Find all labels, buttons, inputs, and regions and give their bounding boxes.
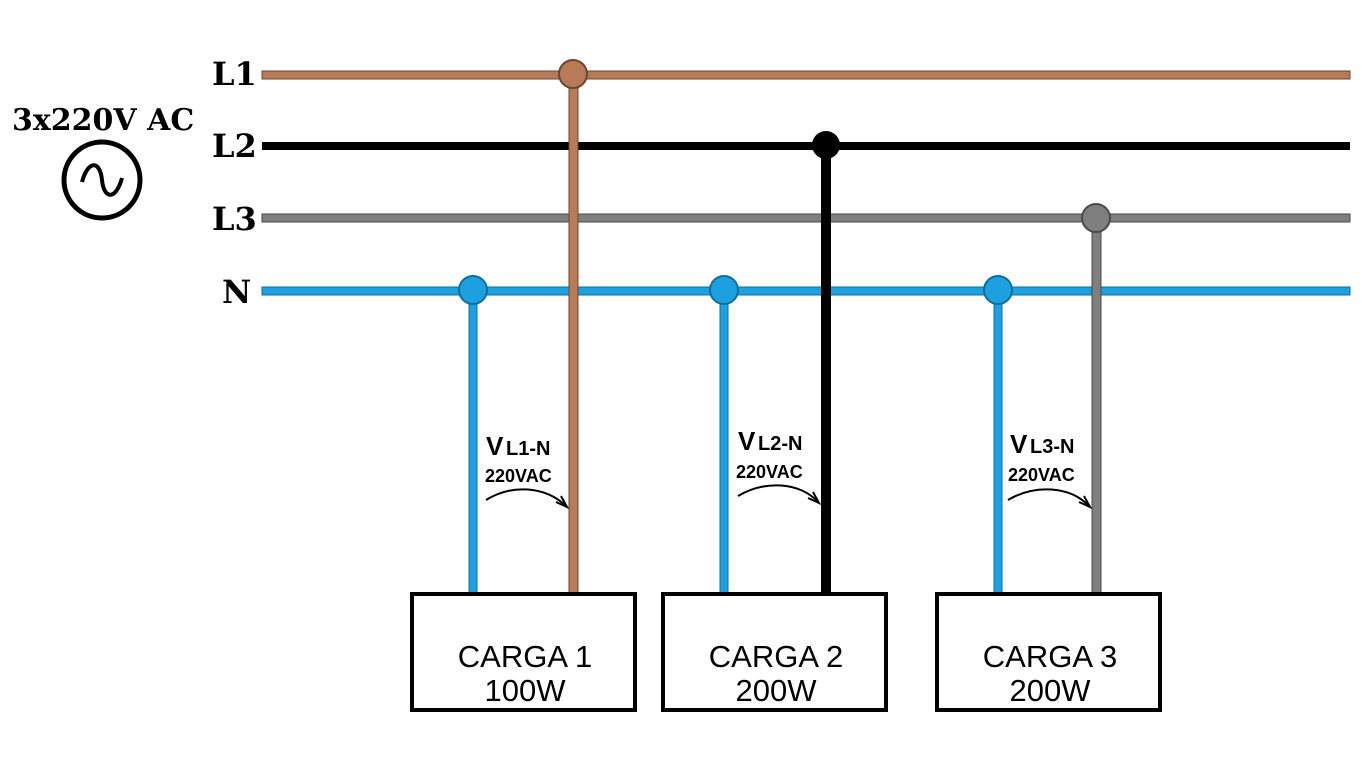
load-name: CARGA 3 <box>983 639 1117 674</box>
load-box-1: CARGA 1 100W <box>410 592 637 712</box>
junction-l1 <box>558 59 588 89</box>
load-power: 100W <box>485 673 567 708</box>
drop-n-load2 <box>719 290 729 595</box>
voltage-subscript: L1-N <box>506 438 550 460</box>
arrow-icon <box>485 488 567 507</box>
drop-l3-load3 <box>1091 217 1102 595</box>
line-label-l1: L1 <box>212 55 257 93</box>
ac-source-icon <box>61 139 143 221</box>
line-label-l3: L3 <box>212 200 257 238</box>
load-box-3: CARGA 3 200W <box>935 592 1162 712</box>
voltage-symbol: V <box>486 431 504 461</box>
junction-l3 <box>1081 203 1111 233</box>
drop-l2-load2 <box>821 146 831 594</box>
junction-n-1 <box>458 275 488 305</box>
load-name: CARGA 2 <box>709 639 843 674</box>
load-power: 200W <box>736 673 818 708</box>
line-label-l2: L2 <box>212 127 257 165</box>
voltage-annotation-3: V L3-N 220VAC <box>1007 429 1093 510</box>
load-box-2: CARGA 2 200W <box>661 592 888 712</box>
junction-l2 <box>812 131 840 159</box>
arrow-icon <box>1007 488 1090 507</box>
line-label-n: N <box>222 273 251 311</box>
voltage-value: 220VAC <box>485 466 552 486</box>
bus-n <box>261 286 1351 296</box>
load-name: CARGA 1 <box>458 639 592 674</box>
voltage-value: 220VAC <box>736 462 803 482</box>
bus-l3 <box>261 213 1351 223</box>
voltage-annotation-2: V L2-N 220VAC <box>736 426 822 506</box>
voltage-symbol: V <box>738 426 756 456</box>
voltage-symbol: V <box>1010 429 1028 459</box>
bus-l2 <box>262 142 1350 150</box>
voltage-annotation-1: V L1-N 220VAC <box>485 431 570 510</box>
drop-l1-load1 <box>568 74 579 595</box>
arrow-icon <box>737 484 819 503</box>
junction-n-2 <box>709 275 739 305</box>
voltage-subscript: L2-N <box>758 433 802 455</box>
junction-n-3 <box>983 275 1013 305</box>
voltage-subscript: L3-N <box>1030 436 1074 458</box>
source-label: 3x220V AC <box>12 103 194 138</box>
drop-n-load1 <box>468 290 478 595</box>
load-power: 200W <box>1010 673 1092 708</box>
bus-l1 <box>261 70 1351 80</box>
drop-n-load3 <box>993 290 1003 595</box>
voltage-value: 220VAC <box>1008 465 1075 485</box>
